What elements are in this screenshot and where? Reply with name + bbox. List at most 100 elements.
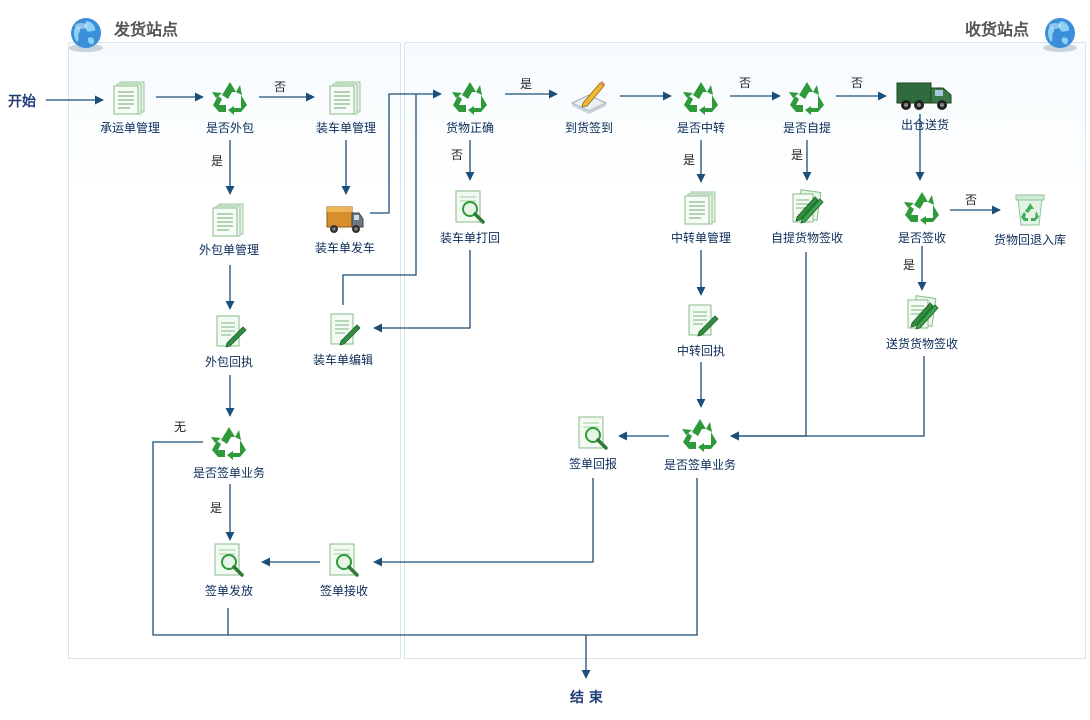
- node-label: 装车单编辑: [312, 353, 373, 367]
- node-label: 装车单发车: [314, 241, 375, 255]
- node-label: 装车单打回: [439, 231, 500, 245]
- node-n6[interactable]: 外包回执: [169, 313, 289, 370]
- documents-pen-icon: [907, 295, 939, 330]
- node-n12[interactable]: 装车单打回: [410, 189, 530, 246]
- end-terminal: 结 束: [570, 690, 603, 706]
- edge-label-confirm-yes: 是: [903, 258, 916, 272]
- recycle-bin-icon: [1015, 194, 1045, 226]
- edge-label-sign-yes: 是: [210, 501, 223, 515]
- document-pen-icon: [330, 313, 361, 346]
- edge-label-check-no: 否: [451, 148, 464, 162]
- node-n5[interactable]: 装车单发车: [285, 199, 405, 256]
- node-label: 签单回报: [568, 457, 617, 471]
- recycle-icon: [789, 82, 824, 115]
- pencil-sign-icon: [571, 80, 607, 115]
- node-n1[interactable]: 承运单管理: [70, 79, 190, 136]
- edge-label-selfpick-no: 否: [851, 76, 864, 90]
- recycle-icon: [904, 192, 939, 225]
- shipping-station-title: 发货站点: [114, 20, 179, 39]
- document-stack-icon: [684, 191, 716, 225]
- receiving-station-panel: [404, 42, 1086, 659]
- node-label: 装车单管理: [315, 121, 376, 135]
- recycle-icon: [212, 82, 247, 115]
- node-n9[interactable]: 签单发放: [169, 542, 289, 599]
- connector-return-to-edit: [373, 250, 471, 333]
- edge-label-confirm-no: 否: [965, 193, 978, 207]
- node-label: 到货签到: [564, 121, 613, 135]
- node-label: 是否签单业务: [192, 466, 265, 480]
- recycle-icon: [683, 82, 718, 115]
- node-label: 货物正确: [445, 121, 494, 135]
- node-label: 外包回执: [204, 355, 253, 369]
- node-label: 送货货物签收: [885, 337, 958, 351]
- document-magnifier-icon: [577, 415, 608, 450]
- node-n11[interactable]: 货物正确: [410, 79, 530, 136]
- node-label: 承运单管理: [99, 121, 160, 135]
- start-terminal: 开始: [8, 94, 36, 110]
- documents-pen-icon: [792, 189, 824, 224]
- recycle-icon: [211, 427, 246, 460]
- node-label: 中转单管理: [670, 231, 731, 245]
- document-stack-icon: [212, 203, 244, 237]
- document-pen-icon: [216, 315, 247, 348]
- node-n16[interactable]: 中转回执: [641, 302, 761, 359]
- connector-right-sign-to-end: [586, 478, 698, 636]
- edge-label-outsource-yes: 是: [211, 154, 224, 168]
- node-label: 签单接收: [319, 584, 368, 598]
- connector-sign-none-to-end: [152, 441, 586, 636]
- node-label: 外包单管理: [198, 243, 259, 257]
- node-label: 货物回退入库: [993, 233, 1066, 247]
- edge-label-selfpick-yes: 是: [791, 148, 804, 162]
- node-n20[interactable]: 是否签收: [862, 189, 982, 246]
- globe-icon: [1043, 18, 1077, 52]
- node-n22[interactable]: 送货货物签收: [862, 295, 982, 352]
- recycle-icon: [682, 419, 717, 452]
- node-n21[interactable]: 货物回退入库: [970, 191, 1090, 248]
- node-n23[interactable]: 是否签单业务: [640, 416, 760, 473]
- army-truck-icon: [896, 82, 952, 111]
- node-n24[interactable]: 签单回报: [533, 415, 653, 472]
- truck-icon: [326, 206, 364, 234]
- node-label: 出仓送货: [900, 118, 949, 132]
- node-n17[interactable]: 是否自提: [747, 79, 867, 136]
- node-n19[interactable]: 出仓送货: [865, 76, 985, 133]
- node-n2[interactable]: 是否外包: [170, 79, 290, 136]
- node-label: 签单发放: [204, 584, 253, 598]
- node-label: 是否签单业务: [663, 458, 736, 472]
- recycle-icon: [452, 82, 487, 115]
- node-n7[interactable]: 装车单编辑: [283, 311, 403, 368]
- node-n15[interactable]: 中转单管理: [641, 189, 761, 246]
- node-n13[interactable]: 到货签到: [529, 79, 649, 136]
- edge-label-transfer-no: 否: [739, 76, 752, 90]
- document-magnifier-icon: [328, 542, 359, 577]
- connector-edit-to-check: [342, 94, 417, 305]
- connector-delivery-sign-to-sign-check: [730, 356, 925, 441]
- edge-label-check-yes: 是: [520, 77, 533, 91]
- edge-label-transfer-yes: 是: [683, 153, 696, 167]
- node-n14[interactable]: 是否中转: [641, 79, 761, 136]
- edge-label-outsource-no: 否: [274, 80, 287, 94]
- document-stack-icon: [113, 81, 145, 115]
- node-n4[interactable]: 外包单管理: [169, 201, 289, 258]
- connector-report-to-receive: [373, 478, 594, 567]
- node-label: 中转回执: [676, 344, 725, 358]
- node-n18[interactable]: 自提货物签收: [747, 189, 867, 246]
- node-label: 自提货物签收: [770, 231, 843, 245]
- receiving-station-title: 收货站点: [965, 20, 1030, 39]
- globe-icon: [69, 18, 103, 52]
- node-label: 是否签收: [897, 231, 946, 245]
- node-n8[interactable]: 是否签单业务: [169, 424, 289, 481]
- edge-label-sign-none: 无: [174, 420, 187, 434]
- document-magnifier-icon: [213, 542, 244, 577]
- node-label: 是否外包: [205, 121, 254, 135]
- node-label: 是否中转: [676, 121, 725, 135]
- document-magnifier-icon: [454, 189, 485, 224]
- document-pen-icon: [688, 304, 719, 337]
- connector-depart-to-check: [370, 89, 442, 214]
- node-n10[interactable]: 签单接收: [284, 542, 404, 599]
- node-n3[interactable]: 装车单管理: [286, 79, 406, 136]
- document-stack-icon: [329, 81, 361, 115]
- node-label: 是否自提: [782, 121, 831, 135]
